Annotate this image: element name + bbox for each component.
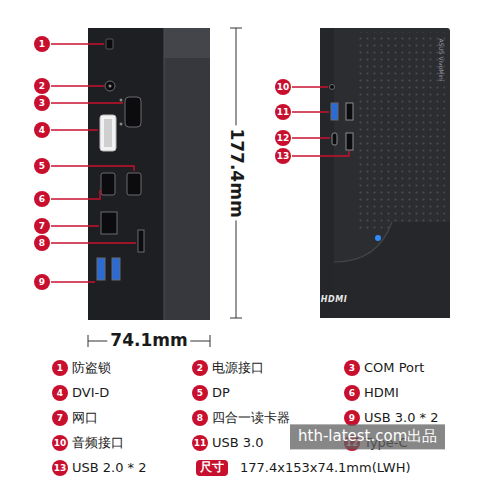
callout-number: 1 [34,36,50,52]
callout-number: 7 [34,218,50,234]
callout-number: 8 [192,410,208,426]
callout-number: 10 [52,435,68,451]
callout-number: 5 [34,158,50,174]
callout-number: 13 [275,148,291,164]
watermark: hth-latest.com出品 [290,424,445,449]
part-name: DP [212,386,230,401]
callout-number: 10 [275,79,291,95]
part-name: COM Port [364,361,424,376]
callout-number: 11 [275,104,291,120]
brand-text: ASUS VivoMini [438,38,445,81]
callout-number: 6 [34,191,50,207]
dimension-text: 177.4mm [226,125,246,220]
dimension-text: 74.1mm [107,331,190,351]
callout-number: 9 [34,274,50,290]
callout-number: 13 [52,460,68,476]
callout-number: 4 [52,385,68,401]
callout-number: 11 [192,435,208,451]
part-name: USB 2.0 * 2 [72,461,147,476]
callout-number: 6 [344,385,360,401]
callout-number: 2 [34,78,50,94]
callout-number: 8 [34,235,50,251]
callout-number: 3 [34,95,50,111]
callout-number: 7 [52,410,68,426]
callout-number: 2 [192,360,208,376]
part-name: USB 3.0 * 2 [364,411,439,426]
callout-number: 3 [344,360,360,376]
part-name: 防盗锁 [72,361,111,376]
part-name: 网口 [72,411,98,426]
size-badge: 尺寸 [196,460,228,476]
dimension-text: 177.4x153x74.1mm(LWH) [240,461,411,476]
callout-number: 1 [52,360,68,376]
part-name: 音频接口 [72,436,124,451]
callout-number: 5 [192,385,208,401]
part-name: USB 3.0 [212,436,264,451]
part-name: DVI-D [72,386,109,401]
logo-text: HDMI [321,295,347,304]
part-name: 四合一读卡器 [212,411,290,426]
part-name: 电源接口 [212,361,264,376]
callout-number: 4 [34,122,50,138]
callout-number: 12 [275,130,291,146]
part-name: HDMI [364,386,399,401]
